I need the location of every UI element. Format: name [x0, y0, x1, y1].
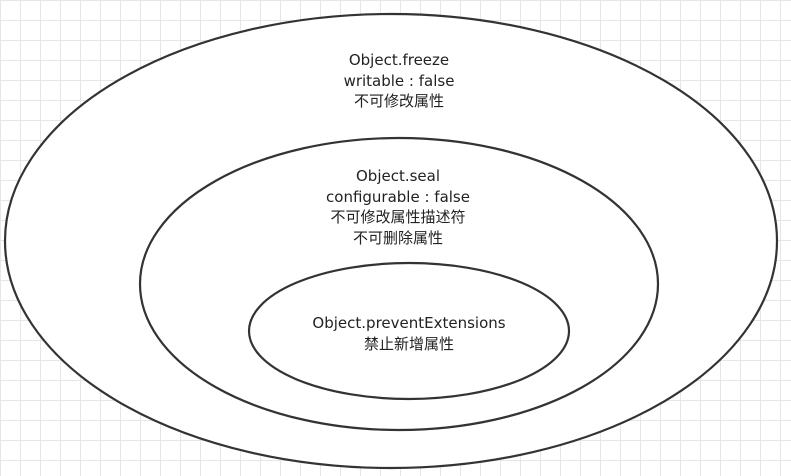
freeze-label: Object.freeze writable : false 不可修改属性	[344, 50, 455, 112]
prevent-extensions-label: Object.preventExtensions 禁止新增属性	[312, 313, 505, 354]
seal-description-1: 不可修改属性描述符	[330, 208, 466, 226]
seal-configurable: configurable : false	[326, 187, 470, 206]
freeze-description: 不可修改属性	[353, 92, 444, 110]
seal-title: Object.seal	[355, 167, 441, 185]
prevent-extensions-title: Object.preventExtensions	[312, 314, 506, 332]
inner-ellipse-prevent-extensions	[247, 261, 571, 401]
seal-description-2: 不可删除属性	[352, 228, 443, 247]
seal-label: Object.seal configurable : false 不可修改属性描…	[326, 166, 470, 248]
freeze-writable: writable : false	[343, 71, 455, 90]
prevent-extensions-description: 禁止新增属性	[363, 334, 454, 353]
freeze-title: Object.freeze	[348, 51, 450, 69]
